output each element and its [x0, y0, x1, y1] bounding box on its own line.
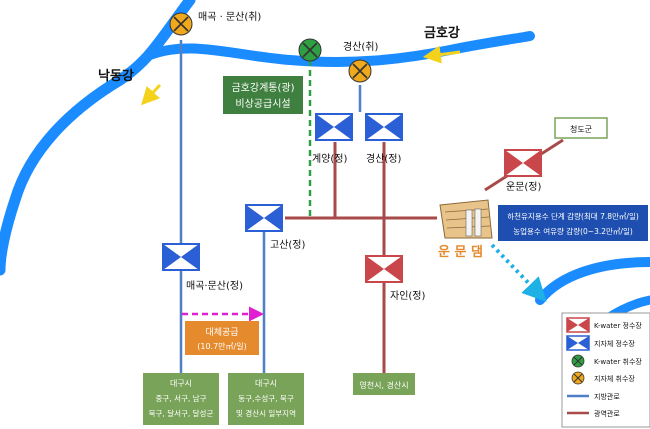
maegok-intake-label: 매곡 · 문산(취) [198, 11, 261, 23]
maegok-munsan-plant-label: 매곡·문산(정) [186, 280, 243, 292]
legend-label: 지방관로 [594, 392, 620, 401]
dam-note-line2: 농업용수 여유량 감량(0~3.2만㎥/일) [513, 226, 633, 236]
local-plant-icon [365, 113, 403, 141]
gyeyang-plant-label: 계양(정) [312, 153, 348, 165]
region-left-line3: 북구, 달서구, 달성군 [149, 409, 214, 418]
legend-local-intake-icon [571, 371, 585, 385]
geumho-river [145, 31, 535, 67]
substitute-supply-box [185, 321, 259, 355]
gyeongsan-intake-label: 경산(취) [343, 40, 379, 53]
nakdong-label: 낙동강 [98, 68, 134, 84]
legend-label: 지자체 정수장 [594, 339, 635, 348]
legend-kwater-intake-icon [571, 354, 585, 368]
downstream-river [535, 257, 650, 305]
region-right-line1: 영천시, 경산시 [359, 380, 408, 390]
kwater-plant-icon [504, 149, 542, 177]
local-plant-icon [162, 243, 200, 271]
legend-local-plant-icon [566, 335, 590, 351]
dam-name-label: 운 문 댐 [438, 244, 483, 260]
legend-label: K-water 정수장 [594, 321, 642, 330]
local-intake-icon [348, 59, 372, 83]
jain-plant-label: 자인(정) [390, 290, 426, 302]
nakdong-river [0, 0, 196, 276]
kwater-plant-icon [365, 255, 403, 283]
local-intake-icon [169, 12, 193, 36]
geumho-label: 금호강 [424, 25, 460, 41]
region-mid-line1: 대구시 [255, 379, 277, 388]
region-mid-line3: 및 경산시 일부지역 [236, 408, 296, 418]
region-mid-line2: 동구,수성구, 북구 [238, 394, 294, 403]
dam-note-box [498, 205, 648, 241]
region-left-line1: 대구시 [170, 379, 192, 388]
legend-label: 광역관로 [594, 409, 620, 418]
legend-kwater-plant-icon [566, 317, 590, 333]
legend: K-water 정수장 지자체 정수장 K-water 취수장 지자체 취수장 … [561, 312, 650, 428]
region-box-mid [228, 373, 304, 425]
emergency-facility-box [223, 76, 303, 114]
region-box-right [353, 373, 415, 395]
legend-label: K-water 취수장 [594, 357, 642, 366]
dam-icon [439, 199, 493, 239]
local-plant-icon [315, 113, 353, 141]
region-left-line2: 중구, 서구, 남구 [156, 394, 207, 403]
substitute-supply-line2: (10.7만㎥/일) [197, 342, 246, 351]
emergency-facility-line1: 금호강계통(광) [231, 82, 294, 94]
substitute-supply-line1: 대체공급 [205, 327, 238, 338]
cheongdo-box [554, 117, 608, 139]
gyeongsan-plant-label: 경산(정) [366, 152, 402, 165]
dam-outflow-arrow [490, 243, 547, 302]
dam-note-line1: 하천유지용수 단계 감량(최대 7.8만㎥/일) [507, 211, 639, 221]
region-box-left [143, 373, 219, 425]
cheongdo-label: 청도군 [570, 125, 592, 134]
unmun-plant-label: 운문(정) [506, 181, 542, 193]
geumho-flow-arrow [422, 45, 461, 64]
kwater-intake-icon [298, 38, 322, 62]
nakdong-flow-arrow [141, 83, 162, 106]
local-plant-icon [245, 204, 283, 232]
gosan-plant-label: 고산(정) [270, 239, 306, 251]
emergency-facility-line2: 비상공급시설 [235, 98, 290, 110]
legend-label: 지자체 취수장 [594, 374, 635, 383]
